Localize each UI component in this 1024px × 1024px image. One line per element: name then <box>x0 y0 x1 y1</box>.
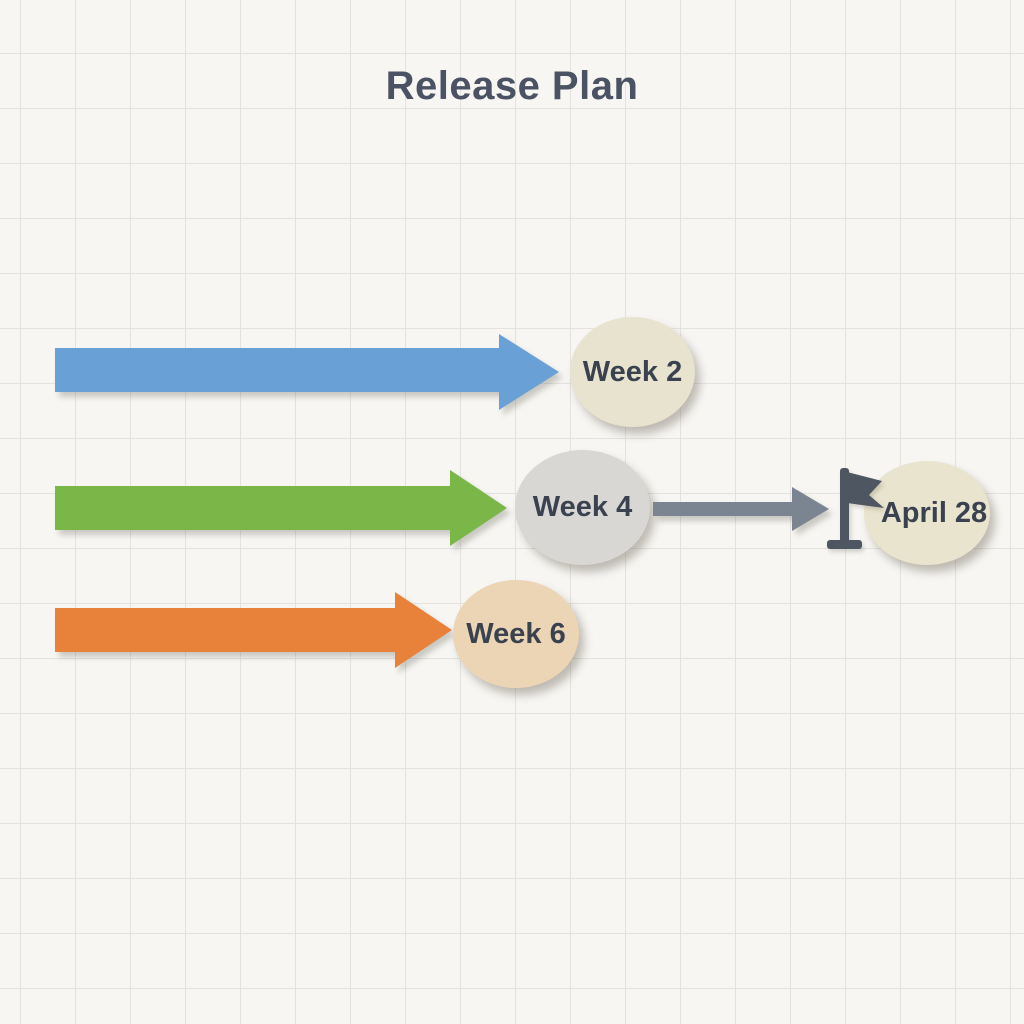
week-2-node: Week 2 <box>570 317 695 427</box>
week-4-arrow-shaft <box>55 486 450 530</box>
week-2-label: Week 2 <box>582 355 683 388</box>
diagram-title: Release Plan <box>385 64 639 108</box>
milestone-label: April 28 <box>880 496 988 529</box>
milestone-connector-arrow <box>653 487 829 531</box>
week-2-arrow <box>55 334 560 410</box>
week-6-node: Week 6 <box>453 580 579 688</box>
milestone-node: April 28 <box>864 461 990 565</box>
milestone-connector-shaft <box>653 502 792 516</box>
milestone-connector-arrowhead-icon <box>792 487 829 531</box>
week-2-arrow-shaft <box>55 348 499 392</box>
week-4-arrowhead-icon <box>450 470 507 546</box>
milestone-flag-icon <box>827 468 884 549</box>
week-6-label: Week 6 <box>466 617 566 650</box>
week-4-node: Week 4 <box>515 450 650 565</box>
week-2-arrowhead-icon <box>499 334 559 410</box>
week-6-arrowhead-icon <box>395 592 452 668</box>
week-4-arrow <box>55 470 507 546</box>
week-4-label: Week 4 <box>532 491 633 523</box>
week-6-arrow <box>55 592 452 668</box>
week-6-arrow-shaft <box>55 608 395 652</box>
